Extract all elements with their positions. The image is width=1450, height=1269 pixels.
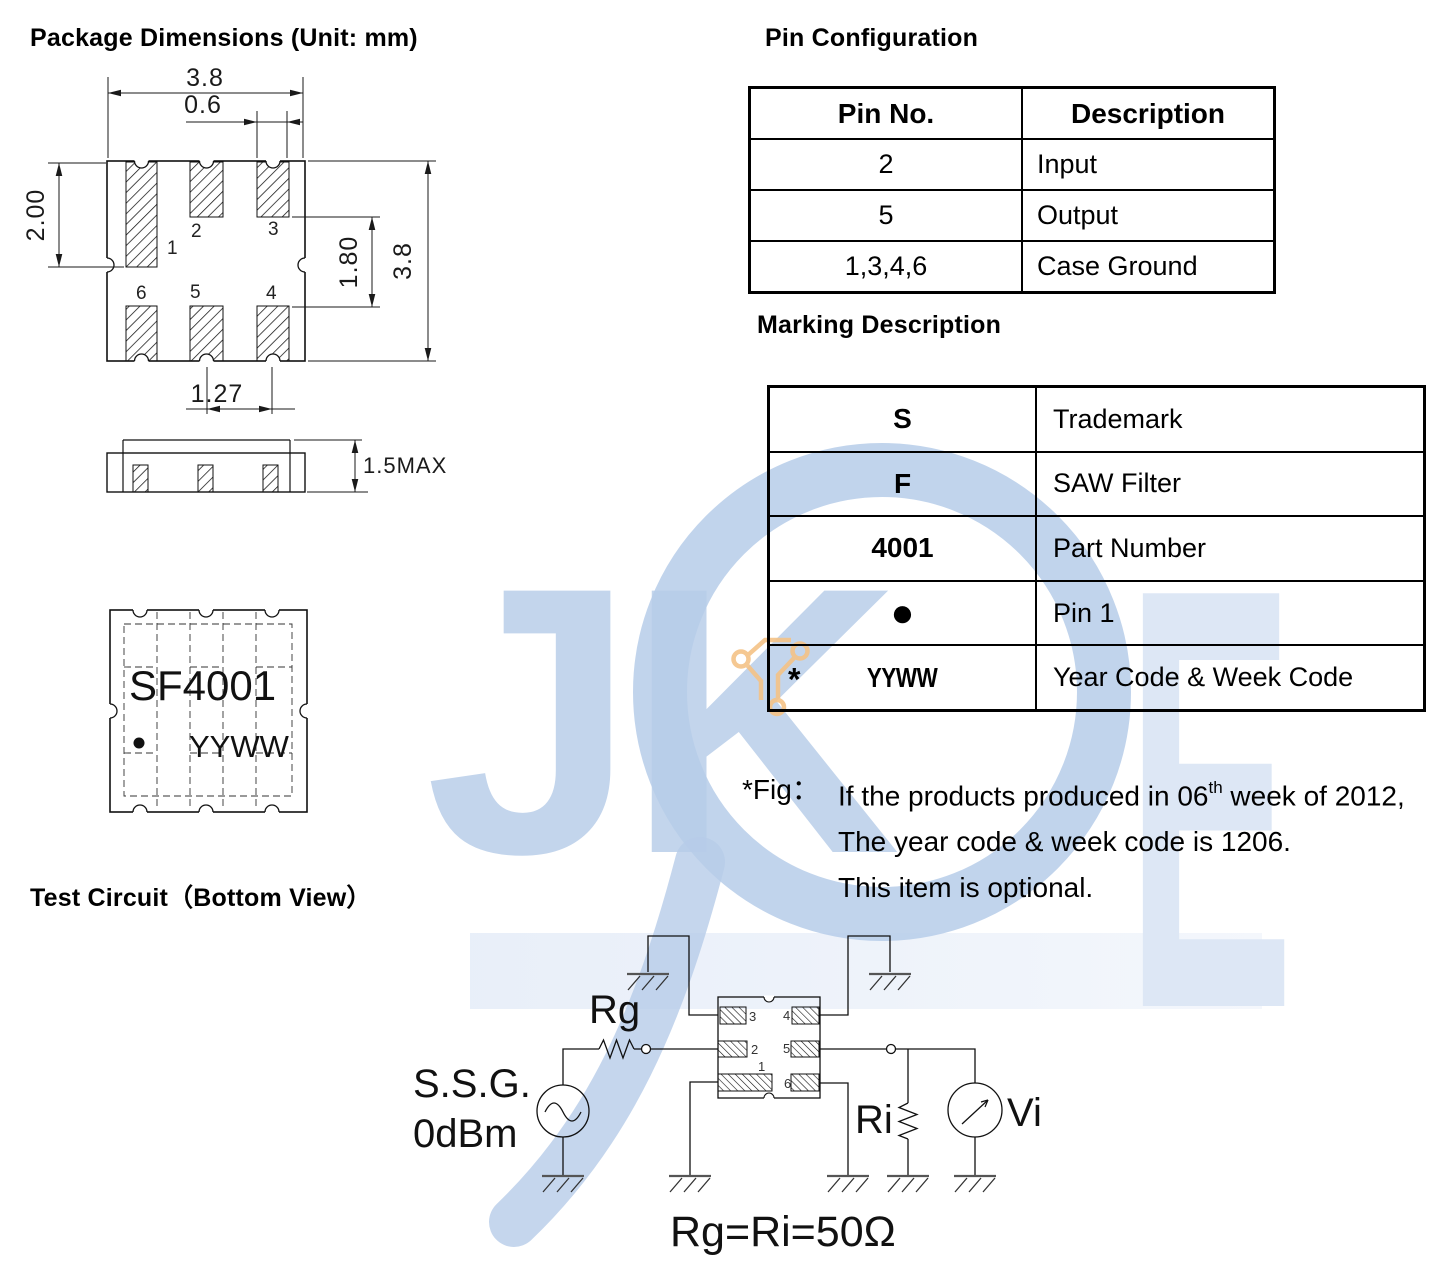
description-cell: Input xyxy=(1037,149,1098,179)
signal-generator-symbol xyxy=(536,1084,590,1138)
pin-no-header: Pin No. xyxy=(751,89,1023,138)
dut-pin-6: 6 xyxy=(784,1076,791,1091)
watermark-letter-e: E xyxy=(1126,462,1294,1133)
description-cell: Part Number xyxy=(1053,532,1207,563)
rg-label: Rg xyxy=(589,988,640,1032)
equation-label: Rg=Ri=50Ω xyxy=(670,1208,896,1256)
pin1-dot-glyph: ● xyxy=(890,591,915,636)
source-name-label: S.S.G. xyxy=(413,1062,531,1106)
ground-symbol xyxy=(540,1174,586,1194)
dut-package: 3 4 2 5 1 6 xyxy=(717,995,821,1100)
description-cell: Pin 1 xyxy=(1053,597,1115,628)
table-row: ● Pin 1 xyxy=(770,579,1423,645)
mark-cell: S xyxy=(770,388,1037,451)
castellation-notches xyxy=(105,158,307,363)
dimension-arrows xyxy=(55,89,432,413)
pin-configuration-table: Pin No. Description 2 Input 5 Output 1,3… xyxy=(748,86,1276,294)
sine-wave-icon xyxy=(544,1102,582,1122)
dim-pad-height-label: 2.00 xyxy=(22,189,50,242)
pad-number-5: 5 xyxy=(190,282,201,303)
meter-needle xyxy=(961,1099,989,1125)
ground-symbol xyxy=(952,1174,998,1194)
dut-pin-2: 2 xyxy=(751,1042,758,1057)
table-row: 2 Input xyxy=(751,138,1273,189)
pin-no-cell: 2 xyxy=(751,140,1023,189)
mark-cell: 4001 xyxy=(770,517,1037,580)
circuit-wires xyxy=(562,935,976,1176)
watermark-swoosh-ring xyxy=(633,443,1131,941)
pin-table-header-row: Pin No. Description xyxy=(751,89,1273,138)
package-pads xyxy=(125,161,290,362)
pad-number-6: 6 xyxy=(136,283,147,304)
pad-number-2: 2 xyxy=(191,221,202,242)
pad-number-3: 3 xyxy=(268,219,279,240)
table-row: 4001 Part Number xyxy=(770,515,1423,580)
test-circuit-diagram: 3 4 2 5 1 6 Rg S.S.G. 0dBm Ri Vi Rg=Ri=5… xyxy=(413,935,1042,1256)
package-top-view-drawing: 1 2 3 6 5 4 xyxy=(22,64,436,414)
ri-label: Ri xyxy=(855,1098,893,1142)
dim-overall-height-label: 3.8 xyxy=(389,242,417,280)
dut-pin-5: 5 xyxy=(783,1041,790,1056)
dim-inner-height-label: 1.80 xyxy=(335,236,363,289)
vi-label: Vi xyxy=(1007,1091,1042,1135)
source-level-label: 0dBm xyxy=(413,1112,518,1156)
pad-number-4: 4 xyxy=(266,283,277,304)
dim-top-width-label: 3.8 xyxy=(186,64,224,92)
marking-description-title: Marking Description xyxy=(757,311,1002,339)
hidden-pad-lines xyxy=(123,612,293,810)
note-line-3: This item is optional. xyxy=(838,872,1094,904)
watermark-band xyxy=(470,933,1262,1009)
pin-configuration-title: Pin Configuration xyxy=(765,24,979,52)
pin-no-cell: 1,3,4,6 xyxy=(751,242,1023,291)
package-marking-view-drawing: SF4001 YYWW xyxy=(108,607,309,814)
marking-castellation-notches xyxy=(108,607,309,814)
table-row: * YYWW Year Code & Week Code xyxy=(770,644,1423,709)
description-cell: Year Code & Week Code xyxy=(1053,662,1354,693)
description-cell: SAW Filter xyxy=(1053,468,1181,499)
dut-pin-3: 3 xyxy=(749,1009,756,1024)
pin-no-cell: 5 xyxy=(751,191,1023,240)
test-circuit-title: Test Circuit（Bottom View） xyxy=(30,884,372,912)
dim-pad-width-label: 0.6 xyxy=(184,91,222,119)
pin1-dot-cell: ● xyxy=(770,581,1037,645)
dut-pin-1: 1 xyxy=(758,1059,765,1074)
dut-pin-4: 4 xyxy=(783,1008,790,1023)
marking-description-table: S Trademark F SAW Filter 4001 Part Numbe… xyxy=(767,385,1426,712)
note-line-1: If the products produced in 06th week of… xyxy=(838,778,1405,812)
date-code-glyph: YYWW xyxy=(867,661,938,693)
description-cell: Trademark xyxy=(1053,403,1183,434)
ground-symbol xyxy=(867,972,913,992)
package-dimensions-title: Package Dimensions (Unit: mm) xyxy=(30,24,418,52)
ground-symbol xyxy=(885,1174,931,1194)
superscript-th: th xyxy=(1208,778,1223,797)
table-row: 5 Output xyxy=(751,189,1273,240)
description-cell: Case Ground xyxy=(1037,251,1198,281)
note-line-2: The year code & week code is 1206. xyxy=(838,826,1291,858)
circuit-trace-icon xyxy=(731,637,810,717)
dim-pad-pitch-label: 1.27 xyxy=(191,380,244,408)
description-cell: Output xyxy=(1037,200,1119,230)
description-header: Description xyxy=(1070,97,1226,129)
meter-needle-arrow xyxy=(980,1099,989,1108)
ground-symbol xyxy=(825,1174,871,1194)
marking-date-code: YYWW xyxy=(189,729,290,764)
output-node xyxy=(885,1043,897,1055)
asterisk-mark: * xyxy=(788,661,801,698)
voltmeter-symbol xyxy=(947,1082,1003,1138)
table-row: 1,3,4,6 Case Ground xyxy=(751,240,1273,291)
pad-number-1: 1 xyxy=(167,238,178,259)
package-side-view-drawing: 1.5MAX xyxy=(106,439,447,493)
date-code-cell: * YYWW xyxy=(770,646,1037,709)
pin1-dot xyxy=(133,737,145,749)
mark-cell: F xyxy=(770,452,1037,516)
note-label: *Fig： xyxy=(742,774,820,805)
dim-profile-height-label: 1.5MAX xyxy=(363,453,447,478)
note-text: If the products produced in 06th week of… xyxy=(838,767,1405,911)
ground-symbol xyxy=(667,1174,713,1194)
table-row: S Trademark xyxy=(770,388,1423,451)
table-row: F SAW Filter xyxy=(770,450,1423,516)
marking-part-number: SF4001 xyxy=(129,662,276,709)
input-node xyxy=(640,1043,652,1055)
